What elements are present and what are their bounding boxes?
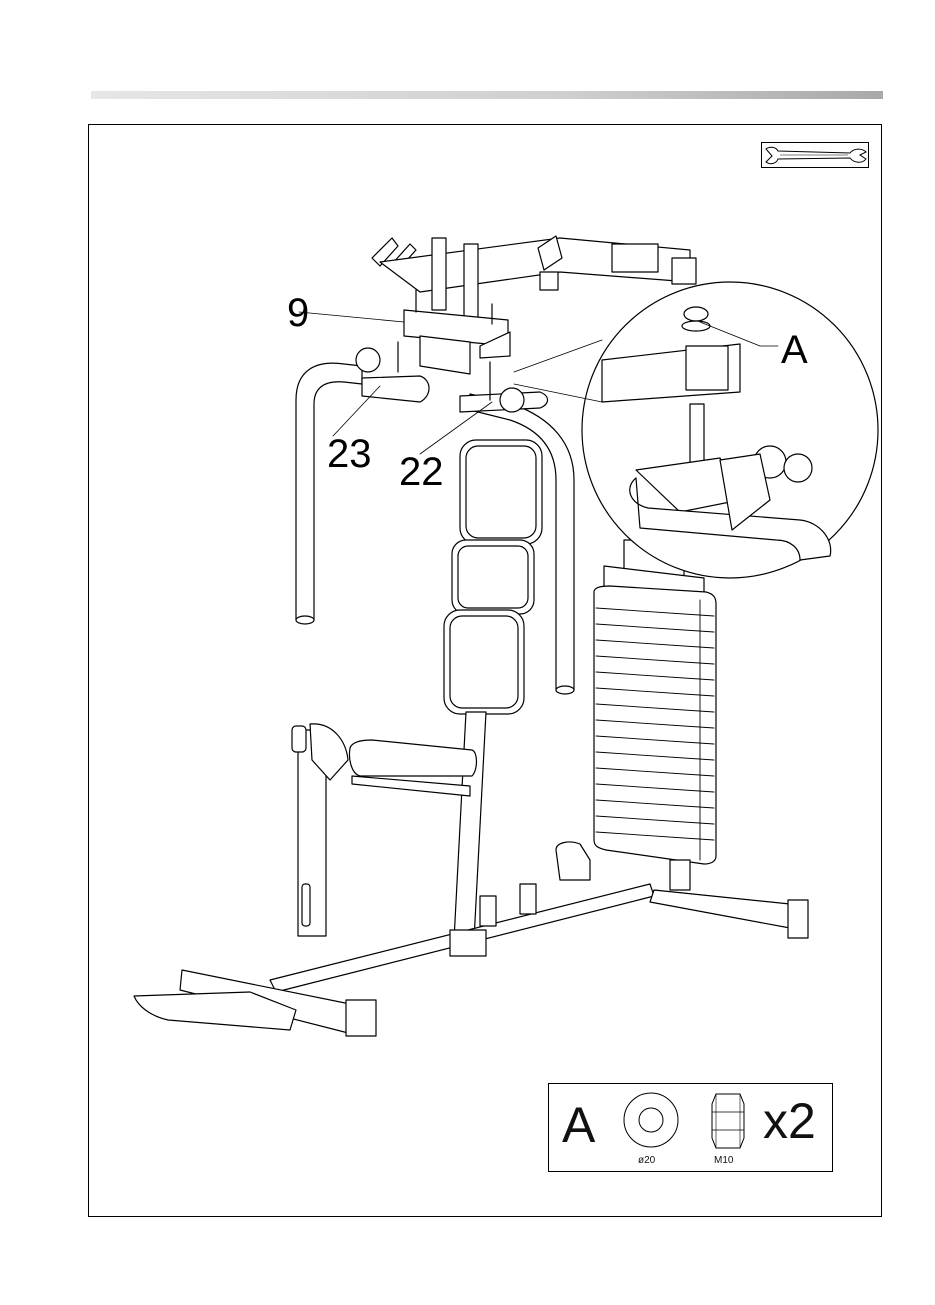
callout-part-22: 22 xyxy=(399,452,444,492)
callout-detail-a: A xyxy=(781,330,808,370)
hex-nut-icon xyxy=(708,1090,748,1156)
hardware-quantity: x2 xyxy=(763,1096,816,1146)
weight-stack xyxy=(594,540,716,890)
washer-label: ø20 xyxy=(638,1156,655,1166)
callout-part-9: 9 xyxy=(287,293,309,333)
nut-label: M10 xyxy=(714,1156,733,1166)
seat-assembly xyxy=(292,712,486,940)
callout-part-23: 23 xyxy=(327,434,372,474)
washer-icon xyxy=(617,1090,687,1160)
back-pads xyxy=(444,440,542,714)
hardware-letter: A xyxy=(562,1100,595,1150)
hardware-legend: A ø20 M10 x2 xyxy=(548,1083,833,1172)
